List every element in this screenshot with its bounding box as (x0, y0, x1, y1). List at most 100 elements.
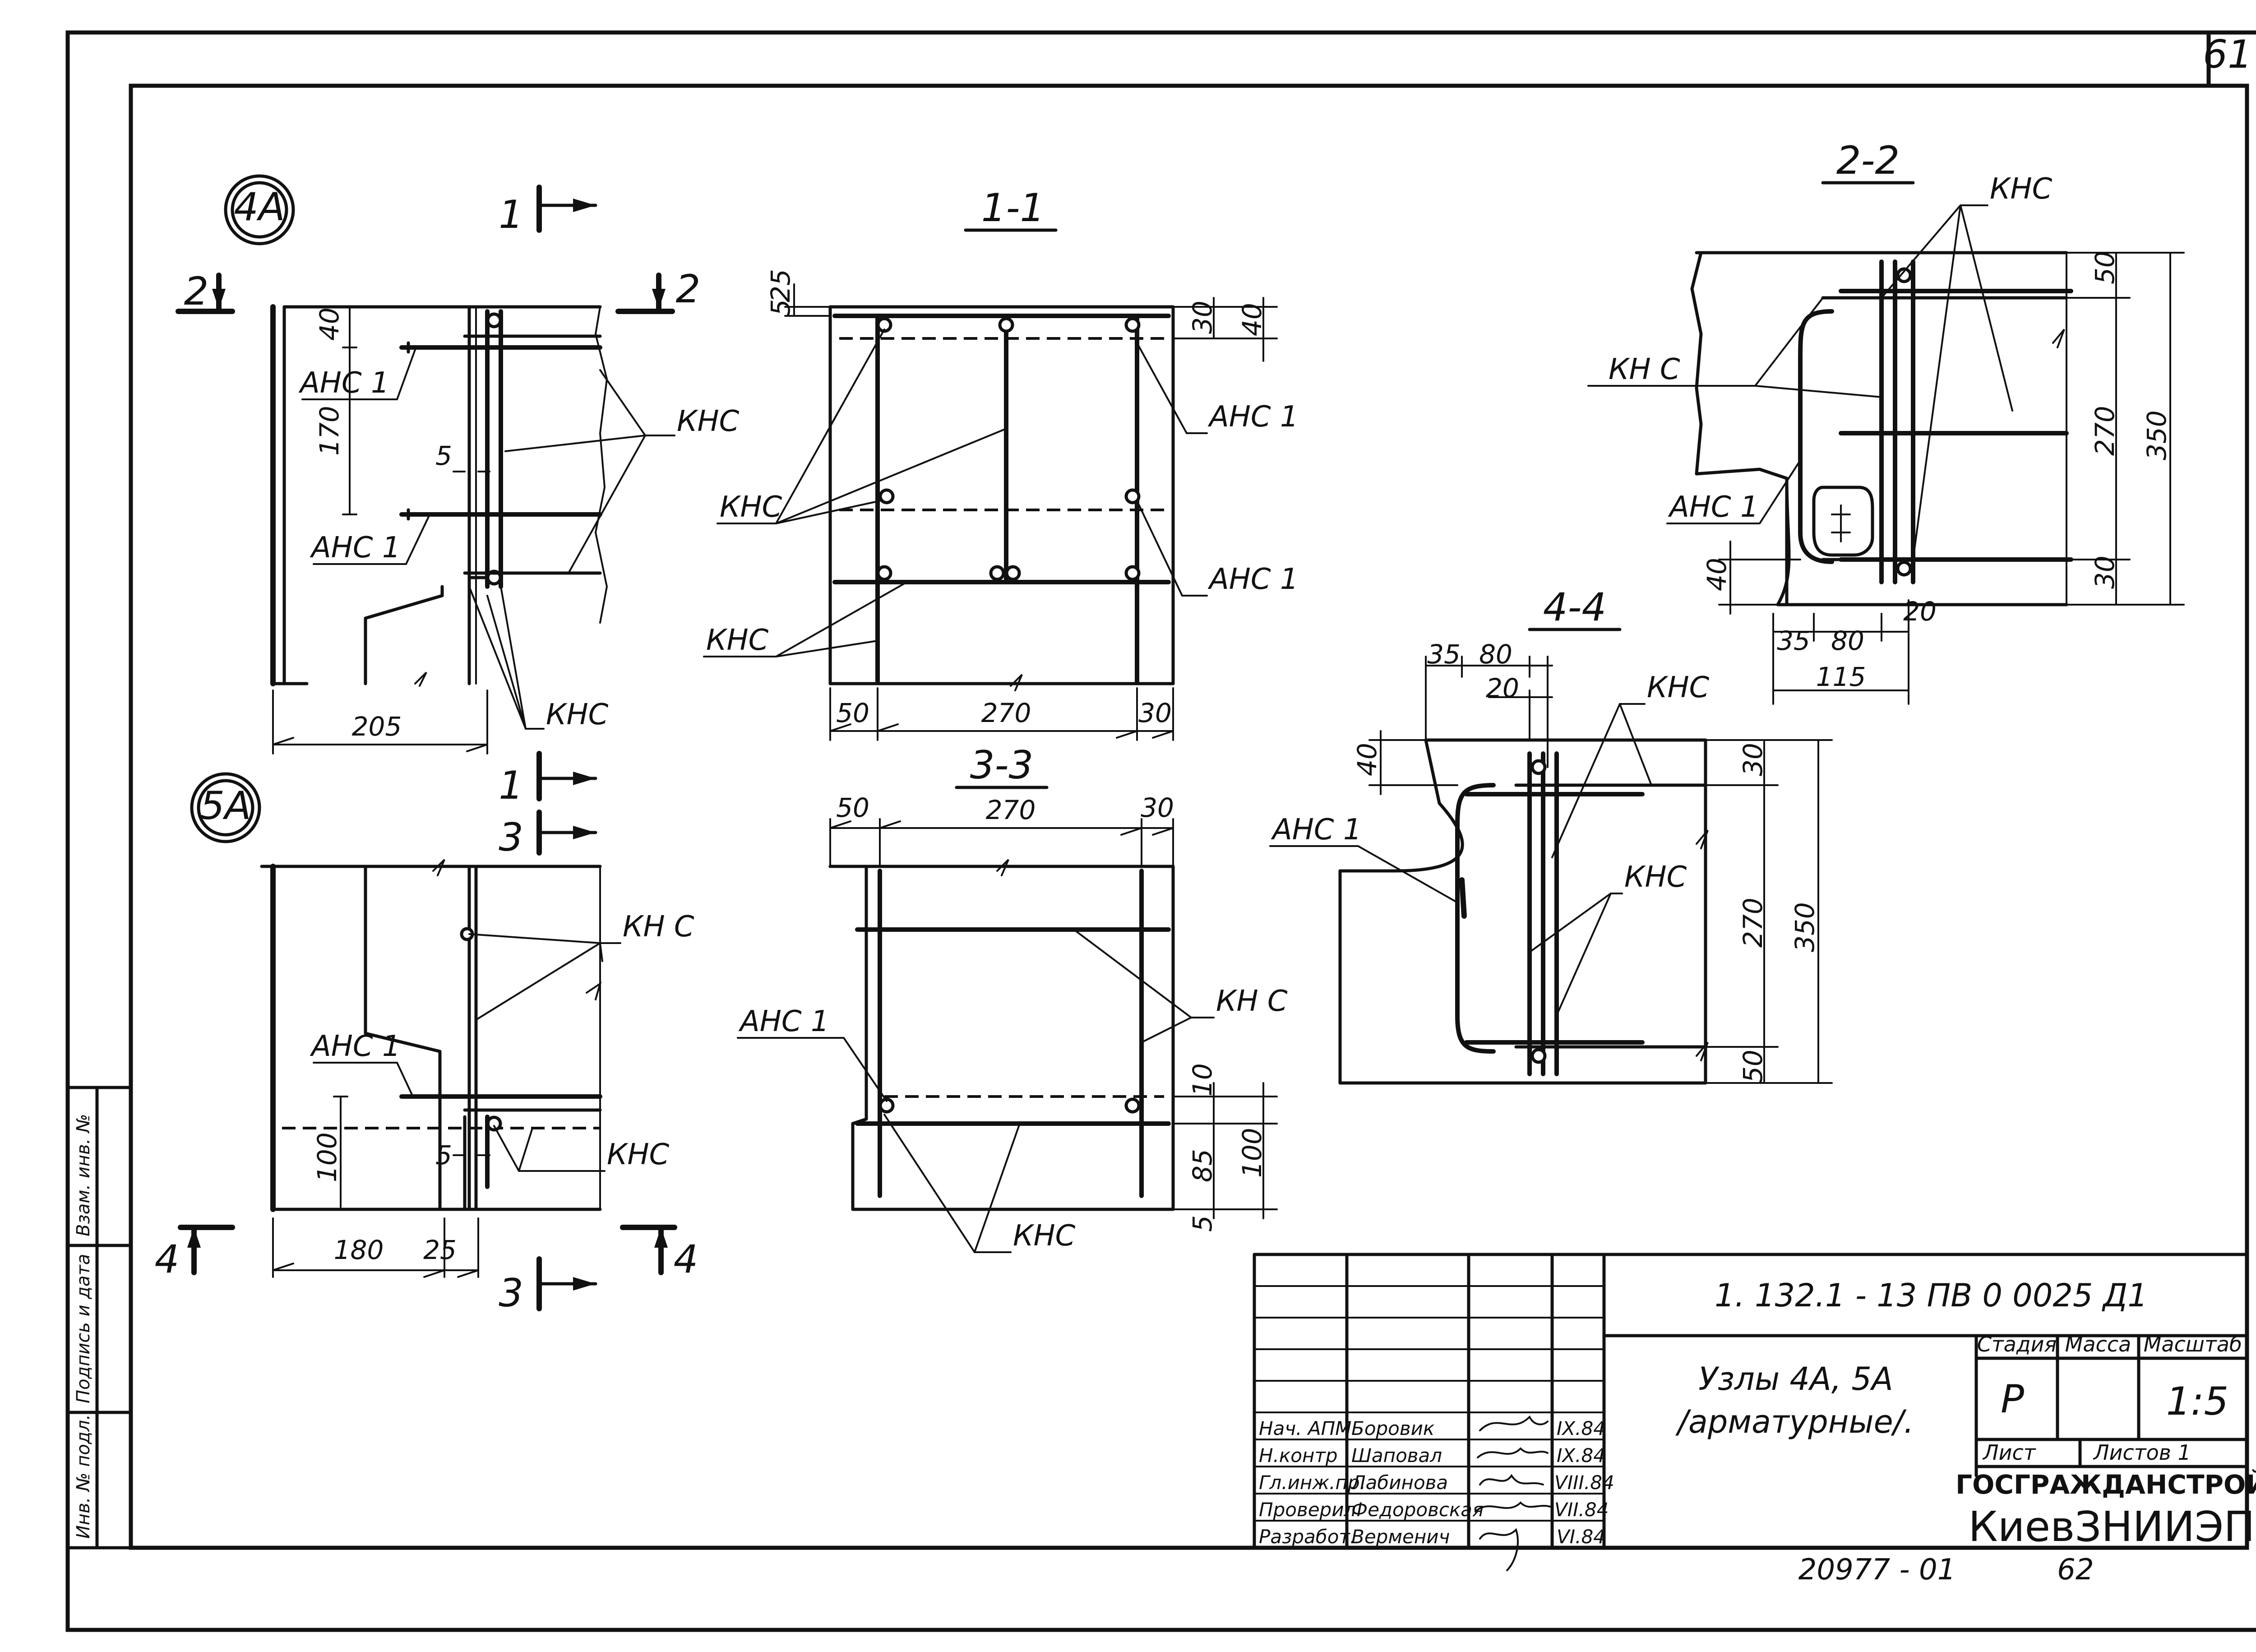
name-1: Шаповал (1351, 1444, 1442, 1467)
stage-header: Стадия (1977, 1332, 2057, 1356)
dim-1-1-25: 25 (765, 269, 796, 302)
role-4: Разработ. (1259, 1526, 1356, 1548)
role-1: Н.контр (1259, 1444, 1338, 1467)
label-kns-4a-top: КНС (677, 405, 740, 438)
dim-4-4-270: 270 (1738, 898, 1768, 948)
view-4a: 4А 1 2 2 40 170 5 (176, 174, 740, 754)
dim-3-3-85: 85 (1187, 1149, 1218, 1182)
section-2-2: 2-2 50 270 350 30 40 35 80 20 115 КНС КН… (1587, 138, 2185, 705)
org-line1: ГОСГРАЖДАНСТРОЙ (1956, 1469, 2256, 1500)
drawing-title-line1: Узлы 4А, 5А (1698, 1360, 1893, 1397)
dim-4-4-80: 80 (1479, 639, 1512, 670)
dim-1-1-40: 40 (1237, 303, 1267, 336)
view-5a: 5А 1 3 3 4 4 100 5 (155, 751, 698, 1316)
section-1-1-title: 1-1 (981, 185, 1045, 231)
dim-3-3-50: 50 (836, 792, 869, 823)
org-line2: КиевЗНИИЭП (1968, 1503, 2255, 1551)
label-kns-1-1-bottom: КНС (706, 624, 769, 657)
cut-2-left-label: 2 (184, 269, 209, 314)
dim-2-2-115: 115 (1816, 662, 1866, 692)
dim-1-1-50: 50 (836, 698, 869, 728)
section-3-3: 3-3 50 270 30 10 85 100 5 КН С АНС 1 КНС (737, 743, 1288, 1253)
dim-25: 25 (423, 1235, 457, 1265)
stamp-sign-label: Подпись и дата (73, 1254, 94, 1403)
dim-4-4-35: 35 (1427, 639, 1461, 670)
dim-1-1-30: 30 (1187, 301, 1218, 334)
label-ans1-2-2: АНС 1 (1668, 491, 1759, 524)
label-kns-4a-bottom: КНС (546, 698, 609, 731)
dim-2-2-20: 20 (1903, 596, 1937, 627)
dim-205: 205 (352, 711, 402, 742)
dim-3-3-100: 100 (1237, 1128, 1267, 1178)
dim-2-2-50: 50 (2090, 251, 2120, 284)
dim-3-3-5: 5 (1187, 1215, 1218, 1232)
dim-5-b: 5 (435, 1140, 452, 1171)
label-ans1-1-1-bottom: АНС 1 (1207, 563, 1299, 596)
dim-1-1-30b: 30 (1138, 698, 1172, 728)
section-2-2-title: 2-2 (1836, 138, 1900, 183)
name-4: Верменич (1351, 1526, 1450, 1548)
sheets-label: Листов 1 (2093, 1440, 2191, 1465)
document-code: 1. 132.1 - 13 ПВ 0 0025 Д1 (1715, 1277, 2148, 1314)
footer-archive-number: 20977 - 01 (1798, 1553, 1956, 1587)
label-kns-3-3-right: КН С (1216, 985, 1288, 1018)
date-2: VIII.84 (1554, 1472, 1614, 1494)
dim-5: 5 (435, 440, 452, 471)
label-kns-4-4-mid: КНС (1624, 861, 1687, 894)
label-kns-5a-bottom: КНС (607, 1138, 670, 1171)
node-5a-label: 5А (200, 783, 251, 828)
section-3-3-title: 3-3 (970, 743, 1033, 788)
scale-value: 1:5 (2166, 1379, 2228, 1424)
label-ans1-5a: АНС 1 (310, 1030, 401, 1063)
date-1: IX.84 (1557, 1444, 1605, 1467)
dim-180: 180 (334, 1235, 384, 1265)
cut-2-right-label: 2 (676, 267, 701, 312)
label-kns-2-2-top: КНС (1990, 172, 2053, 206)
mass-header: Масса (2065, 1332, 2131, 1356)
label-kns-1-1-top: КНС (720, 491, 782, 524)
date-0: IX.84 (1557, 1417, 1605, 1439)
drawing-title-line2: /арматурные/. (1675, 1403, 1914, 1440)
side-stamp: Инв. № подл. Подпись и дата Взам. инв. № (66, 1086, 133, 1550)
label-ans1-1-1-top: АНС 1 (1207, 400, 1299, 434)
label-kns-4-4-top: КНС (1647, 671, 1710, 704)
dim-40: 40 (314, 307, 345, 341)
name-0: Боровик (1351, 1417, 1435, 1439)
dim-2-2-30: 30 (2090, 555, 2120, 589)
dim-1-1-5: 5 (765, 299, 796, 316)
dim-2-2-80: 80 (1831, 625, 1864, 656)
label-kns-2-2-left: КН С (1609, 353, 1680, 386)
signatures (1475, 1415, 1553, 1571)
dim-4-4-350: 350 (1789, 902, 1820, 952)
role-3: Проверил (1259, 1499, 1356, 1521)
cut-1-mid-label: 1 (499, 763, 523, 808)
dim-4-4-30: 30 (1738, 743, 1768, 776)
dim-2-2-350: 350 (2141, 410, 2172, 460)
dim-2-2-40: 40 (1701, 558, 1732, 591)
dim-2-2-35: 35 (1777, 625, 1810, 656)
dim-1-1-270: 270 (981, 698, 1031, 728)
inner-frame (129, 83, 2249, 1550)
date-3: VII.84 (1554, 1499, 1609, 1521)
label-kns-5a-top: КН С (623, 910, 694, 944)
sheet-label: Лист (1982, 1440, 2036, 1465)
outer-frame (65, 30, 2256, 1632)
dim-4-4-40: 40 (1352, 743, 1382, 776)
dim-4-4-20: 20 (1486, 673, 1519, 703)
dim-3-3-30: 30 (1141, 792, 1174, 823)
name-2: Лабинова (1350, 1472, 1448, 1494)
dim-170: 170 (314, 406, 345, 456)
title-block: 1. 132.1 - 13 ПВ 0 0025 Д1 Узлы 4А, 5А /… (1253, 1253, 2256, 1571)
label-ans1-a: АНС 1 (298, 366, 389, 400)
name-3: Федоровская (1351, 1499, 1484, 1521)
cut-4-right-label: 4 (674, 1237, 698, 1282)
signature-rows: Нач. АПМ Боровик IX.84 Н.контр Шаповал I… (1259, 1417, 1614, 1548)
page-number: 61 (2203, 32, 2252, 77)
stamp-inv-label: Инв. № подл. (73, 1414, 94, 1539)
date-4: VI.84 (1557, 1526, 1605, 1548)
footer-page-ref: 62 (2057, 1553, 2094, 1587)
section-4-4-title: 4-4 (1543, 585, 1606, 630)
label-ans1-4-4: АНС 1 (1271, 813, 1362, 847)
role-0: Нач. АПМ (1259, 1417, 1351, 1439)
